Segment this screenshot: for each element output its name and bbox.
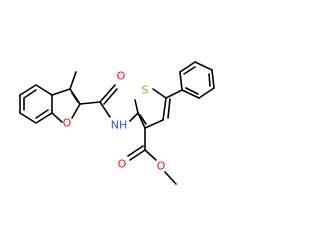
bond: [183, 66, 196, 75]
bond: [179, 61, 196, 73]
bond: [185, 87, 199, 95]
bond: [19, 84, 37, 96]
bond: [144, 149, 157, 161]
bond: [129, 112, 139, 122]
bond: [35, 112, 53, 124]
bond: [164, 171, 177, 185]
bond: [23, 89, 37, 99]
bond: [179, 71, 183, 91]
atom-label-s: S: [142, 84, 149, 97]
bond: [69, 71, 77, 90]
bond: [35, 84, 53, 96]
bond: [144, 119, 164, 129]
bond: [137, 112, 146, 129]
bonds: [19, 61, 215, 185]
bond: [51, 88, 71, 96]
bond: [79, 101, 101, 105]
bond: [71, 103, 81, 119]
atom-label-o-benzofuran: O: [63, 117, 72, 130]
bond: [194, 61, 213, 71]
bond: [198, 87, 215, 99]
bond: [162, 97, 167, 121]
atom-label-o-ester-link: O: [157, 160, 166, 173]
chemical-structure-diagram: O O NH S O O: [19, 61, 215, 185]
bond: [167, 98, 171, 119]
bond: [19, 112, 37, 124]
bond: [208, 73, 211, 87]
bond: [127, 145, 144, 157]
atom-labels: O O NH S O O: [63, 70, 166, 173]
bond: [165, 89, 183, 99]
bond: [139, 114, 147, 125]
bond: [152, 88, 167, 99]
bond: [129, 149, 146, 161]
bond: [99, 101, 111, 118]
bond: [181, 89, 200, 99]
bond: [51, 112, 63, 123]
atom-label-nh: NH: [111, 119, 128, 132]
bond: [99, 84, 116, 103]
bond: [71, 92, 79, 103]
bond: [103, 88, 118, 105]
bond: [134, 99, 139, 114]
bond: [35, 109, 49, 119]
atom-label-o-amide: O: [117, 70, 126, 83]
bond: [211, 69, 215, 89]
atom-label-o-carbonyl-ester: O: [118, 158, 127, 171]
